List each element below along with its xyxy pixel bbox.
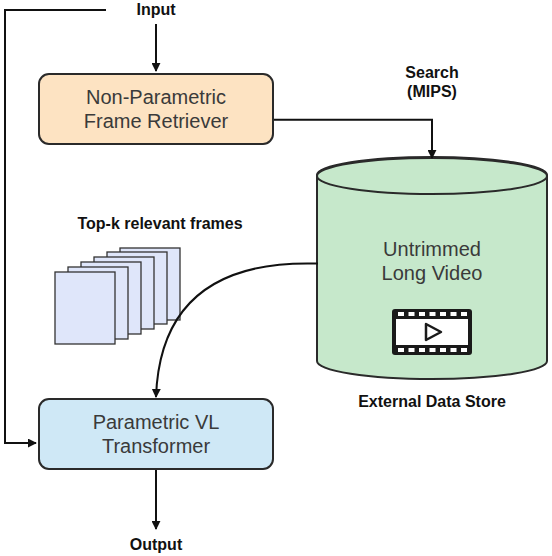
caption-text: Input [96, 0, 216, 19]
edge-label: Search (MIPS) [392, 63, 472, 101]
connector-arrow [274, 120, 432, 158]
output-arrow [155, 470, 157, 529]
process-box: Parametric VL Transformer [38, 398, 274, 470]
process-box: Non-Parametric Frame Retriever [38, 73, 274, 145]
store-heading: External Data Store [316, 392, 548, 411]
connector-arrow [156, 263, 318, 397]
caption-text: Output [96, 535, 216, 554]
input-arrow [155, 24, 157, 71]
store-label: Untrimmed Long Video [362, 237, 502, 285]
caption-text: Top-k relevant frames [40, 214, 280, 233]
box-label: Parametric VL Transformer [89, 410, 224, 458]
data-store-cylinder: Untrimmed Long VideoExternal Data Store [316, 157, 548, 379]
cylinder-body [317, 157, 547, 379]
frame-stack [55, 248, 180, 344]
cylinder-rim [317, 158, 547, 194]
video-icon [392, 309, 472, 355]
box-label: Non-Parametric Frame Retriever [69, 85, 244, 133]
